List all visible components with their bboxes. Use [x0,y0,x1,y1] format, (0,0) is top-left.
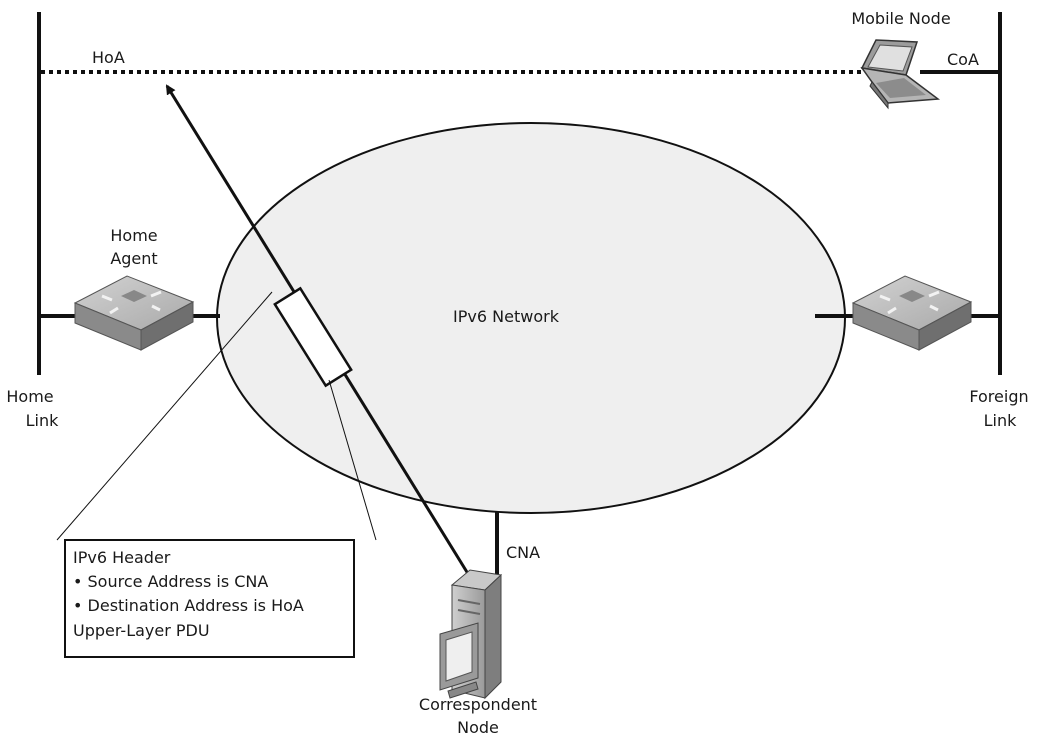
foreign-router-icon [851,275,973,351]
mobile-node-label: Mobile Node [851,9,950,28]
server-icon [439,569,503,700]
home-agent-label-line2: Agent [110,249,157,268]
network-label: IPv6 Network [453,307,560,326]
header-bullet-source: • Source Address is CNA [73,572,268,591]
packet-icon [273,286,353,388]
foreign-link-label-line2: Link [984,411,1018,430]
home-link-label-line2: Link [26,411,60,430]
laptop-icon [860,39,941,110]
foreign-link-label-line1: Foreign [969,387,1028,406]
callout-line-right [328,379,377,541]
correspondent-label-line1: Correspondent [419,695,537,714]
home-agent-label-line1: Home [110,226,157,245]
header-bullet-destination: • Destination Address is HoA [73,596,304,615]
correspondent-label-line2: Node [457,718,499,737]
home-agent-router-icon [73,275,195,351]
hoa-label: HoA [92,48,125,67]
home-link-label-line1: Home [6,387,53,406]
header-title: IPv6 Header [73,548,171,567]
coa-label: CoA [947,50,979,69]
header-footer-pdu: Upper-Layer PDU [73,621,210,640]
callout-line-left [56,291,273,541]
ipv6-header-callout [64,539,355,658]
cna-label: CNA [506,543,540,562]
